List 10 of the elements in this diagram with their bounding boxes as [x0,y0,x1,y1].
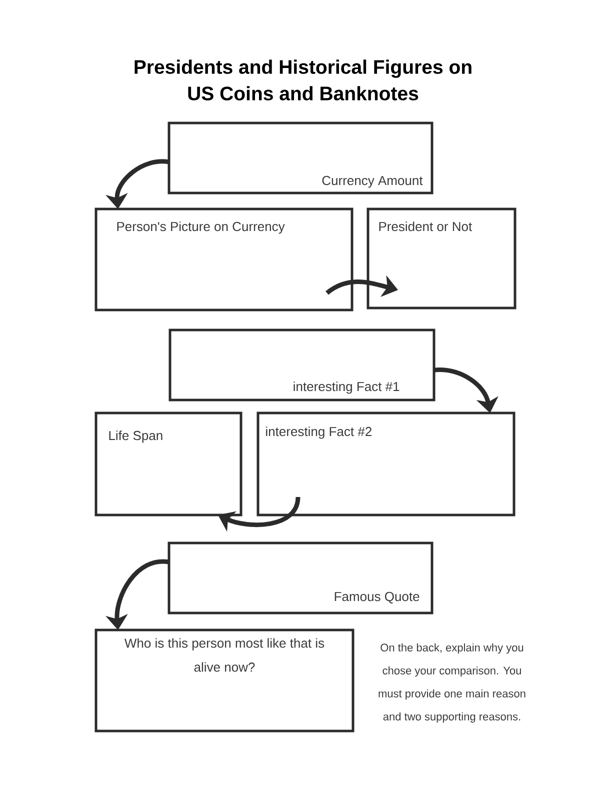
answer-box: President or Not [366,208,516,310]
answer-box: interesting Fact #2 [256,412,516,516]
title: Presidents and Historical Figures on US Coins and Banknotes [134,60,472,100]
answer-box: Person's Picture on Currency [94,208,354,312]
answer-box: Life Span [94,412,242,516]
answer-box: Currency Amount [168,122,434,194]
answer-box: interesting Fact #1 [168,328,436,402]
answer-box: Who is this person most like that is alive now? [94,628,354,732]
answer-box: Famous Quote [168,542,434,614]
instruction-note: On the back, explain why you chose your comparison. You must provide one main reason and two supporting reasons. [378,643,526,723]
